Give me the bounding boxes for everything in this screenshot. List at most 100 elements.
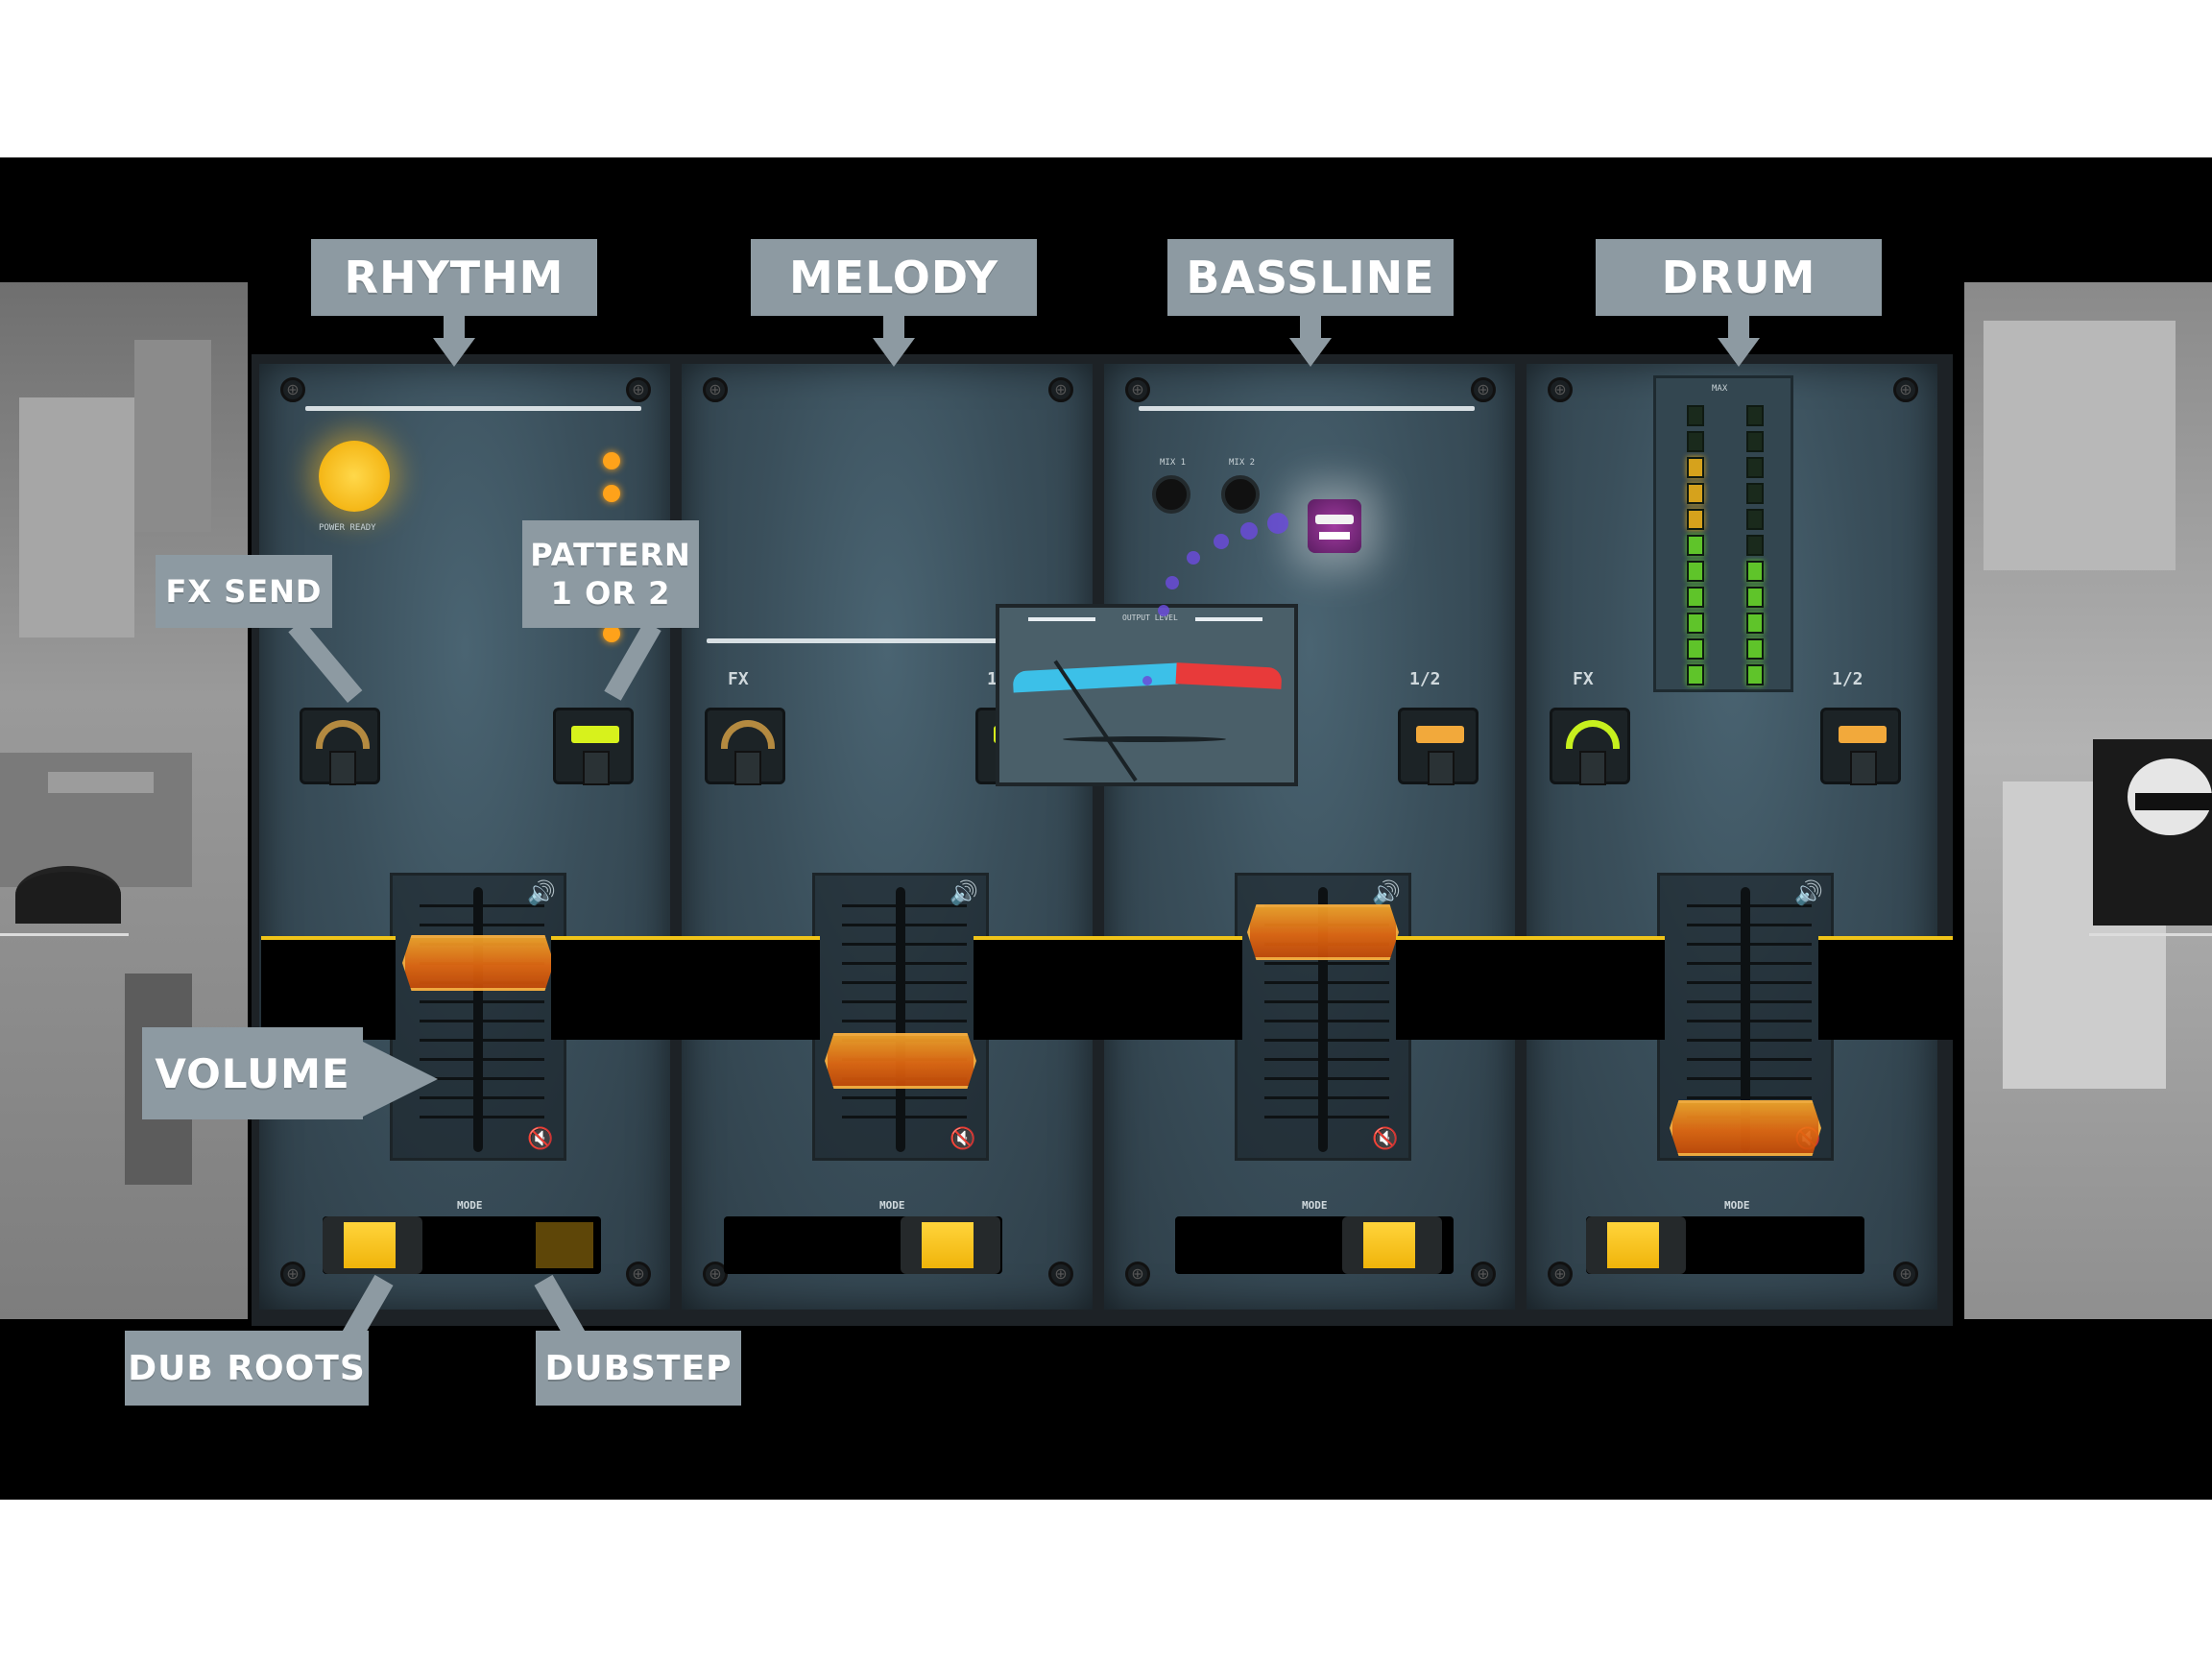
drum-module: ⊕ ⊕ ⊕ ⊕ MAX FX 1/2 🔊 🔇 MODE bbox=[1527, 364, 1937, 1310]
volume-fader[interactable]: 🔊 🔇 bbox=[390, 873, 566, 1161]
meter-led bbox=[1687, 483, 1704, 504]
particle bbox=[1240, 522, 1258, 540]
panel-line bbox=[1139, 406, 1475, 411]
mute-icon: 🔇 bbox=[527, 1127, 554, 1151]
fx-send-callout: FX SEND bbox=[156, 555, 332, 628]
meter-led bbox=[1746, 561, 1764, 582]
pattern-label: 1/2 bbox=[1409, 669, 1441, 689]
mode-label: MODE bbox=[879, 1199, 905, 1212]
drum-kit-silhouette bbox=[15, 866, 121, 924]
panel-line bbox=[707, 638, 1043, 643]
drum-arrow-head bbox=[1718, 338, 1760, 367]
mode-switch[interactable] bbox=[323, 1216, 601, 1274]
pattern-switch[interactable] bbox=[553, 708, 634, 785]
screw-icon: ⊕ bbox=[1048, 377, 1073, 402]
meter-led bbox=[1687, 561, 1704, 582]
player-character bbox=[1308, 499, 1361, 553]
fx-send-knob[interactable] bbox=[1550, 708, 1630, 785]
rhythm-arrow bbox=[444, 316, 465, 339]
fader-handle[interactable] bbox=[402, 935, 554, 991]
meter-led bbox=[1746, 587, 1764, 608]
meter-led bbox=[1746, 431, 1764, 452]
dubstep-callout: DUBSTEP bbox=[536, 1331, 741, 1406]
drum-arrow bbox=[1728, 316, 1749, 339]
meter-led bbox=[1746, 535, 1764, 556]
meter-led bbox=[1687, 405, 1704, 426]
meter-led bbox=[1746, 509, 1764, 530]
rack-slot bbox=[551, 936, 820, 1040]
mix2-jack[interactable] bbox=[1221, 475, 1260, 514]
level-meter: MAX bbox=[1653, 375, 1793, 692]
volume-fader[interactable]: 🔊 🔇 bbox=[1235, 873, 1411, 1161]
status-led bbox=[603, 485, 620, 502]
output-level-label: OUTPUT LEVEL bbox=[1122, 613, 1178, 622]
drum-label: DRUM bbox=[1596, 239, 1882, 316]
mode-thumb[interactable] bbox=[323, 1216, 422, 1274]
screw-icon: ⊕ bbox=[626, 1262, 651, 1286]
screw-icon: ⊕ bbox=[1548, 1262, 1573, 1286]
game-stage: ⊕ ⊕ ⊕ ⊕ POWER READY 🔊 🔇 MODE bbox=[0, 157, 2212, 1500]
screw-icon: ⊕ bbox=[280, 377, 305, 402]
rack-slot bbox=[261, 936, 396, 1040]
rack-slot bbox=[974, 936, 1242, 1040]
melody-arrow-head bbox=[873, 338, 915, 367]
volume-fader[interactable]: 🔊 🔇 bbox=[1657, 873, 1834, 1161]
speaker-icon: 🔊 bbox=[1372, 879, 1401, 906]
right-floor bbox=[2089, 933, 2212, 936]
mode-thumb[interactable] bbox=[1342, 1216, 1442, 1274]
meter-led bbox=[1746, 613, 1764, 634]
particle bbox=[1187, 551, 1200, 565]
mode-thumb[interactable] bbox=[1586, 1216, 1686, 1274]
mode-switch[interactable] bbox=[1586, 1216, 1864, 1274]
meter-led bbox=[1687, 509, 1704, 530]
meter-led bbox=[1687, 457, 1704, 478]
screw-icon: ⊕ bbox=[1125, 1262, 1150, 1286]
mix1-label: MIX 1 bbox=[1160, 458, 1187, 468]
fx-send-knob[interactable] bbox=[300, 708, 380, 785]
meter-led bbox=[1746, 664, 1764, 685]
speaker-icon: 🔊 bbox=[1794, 879, 1823, 906]
output-meter: OUTPUT LEVEL bbox=[996, 604, 1298, 786]
pattern-switch[interactable] bbox=[1820, 708, 1901, 785]
fx-send-knob[interactable] bbox=[705, 708, 785, 785]
meter-led bbox=[1687, 587, 1704, 608]
meter-max-label: MAX bbox=[1712, 384, 1728, 394]
screw-icon: ⊕ bbox=[1471, 377, 1496, 402]
volume-fader[interactable]: 🔊 🔇 bbox=[812, 873, 989, 1161]
screw-icon: ⊕ bbox=[1048, 1262, 1073, 1286]
melody-module: ⊕ ⊕ ⊕ ⊕ FX 1/2 🔊 🔇 MODE bbox=[682, 364, 1093, 1310]
mix1-jack[interactable] bbox=[1152, 475, 1190, 514]
power-label: POWER READY bbox=[319, 523, 376, 533]
melody-label: MELODY bbox=[751, 239, 1037, 316]
fader-handle[interactable] bbox=[1670, 1100, 1821, 1156]
screw-icon: ⊕ bbox=[280, 1262, 305, 1286]
rhythm-module: ⊕ ⊕ ⊕ ⊕ POWER READY 🔊 🔇 MODE bbox=[259, 364, 670, 1310]
mode-label: MODE bbox=[1302, 1199, 1328, 1212]
particle bbox=[1267, 513, 1288, 534]
meter-led bbox=[1687, 664, 1704, 685]
speaker-icon: 🔊 bbox=[950, 879, 978, 906]
mode-switch[interactable] bbox=[1175, 1216, 1454, 1274]
fader-handle[interactable] bbox=[825, 1033, 976, 1089]
bassline-label: BASSLINE bbox=[1167, 239, 1454, 316]
bassline-arrow-head bbox=[1289, 338, 1332, 367]
particle bbox=[1158, 605, 1169, 616]
pattern-callout: PATTERN 1 OR 2 bbox=[522, 520, 699, 628]
screw-icon: ⊕ bbox=[1893, 1262, 1918, 1286]
right-character bbox=[2093, 739, 2212, 926]
mode-label: MODE bbox=[457, 1199, 483, 1212]
fader-handle[interactable] bbox=[1247, 904, 1399, 960]
dub-roots-callout: DUB ROOTS bbox=[125, 1331, 369, 1406]
bassline-module: ⊕ ⊕ ⊕ ⊕ MIX 1 MIX 2 FX 1/2 🔊 🔇 MODE bbox=[1104, 364, 1515, 1310]
left-floor bbox=[0, 933, 129, 936]
power-light bbox=[319, 441, 390, 512]
mute-icon: 🔇 bbox=[1372, 1127, 1399, 1151]
screw-icon: ⊕ bbox=[1548, 377, 1573, 402]
meter-led bbox=[1687, 613, 1704, 634]
mode-switch[interactable] bbox=[724, 1216, 1002, 1274]
screw-icon: ⊕ bbox=[703, 1262, 728, 1286]
screw-icon: ⊕ bbox=[626, 377, 651, 402]
meter-led bbox=[1687, 535, 1704, 556]
mode-thumb[interactable] bbox=[901, 1216, 1000, 1274]
pattern-switch[interactable] bbox=[1398, 708, 1479, 785]
